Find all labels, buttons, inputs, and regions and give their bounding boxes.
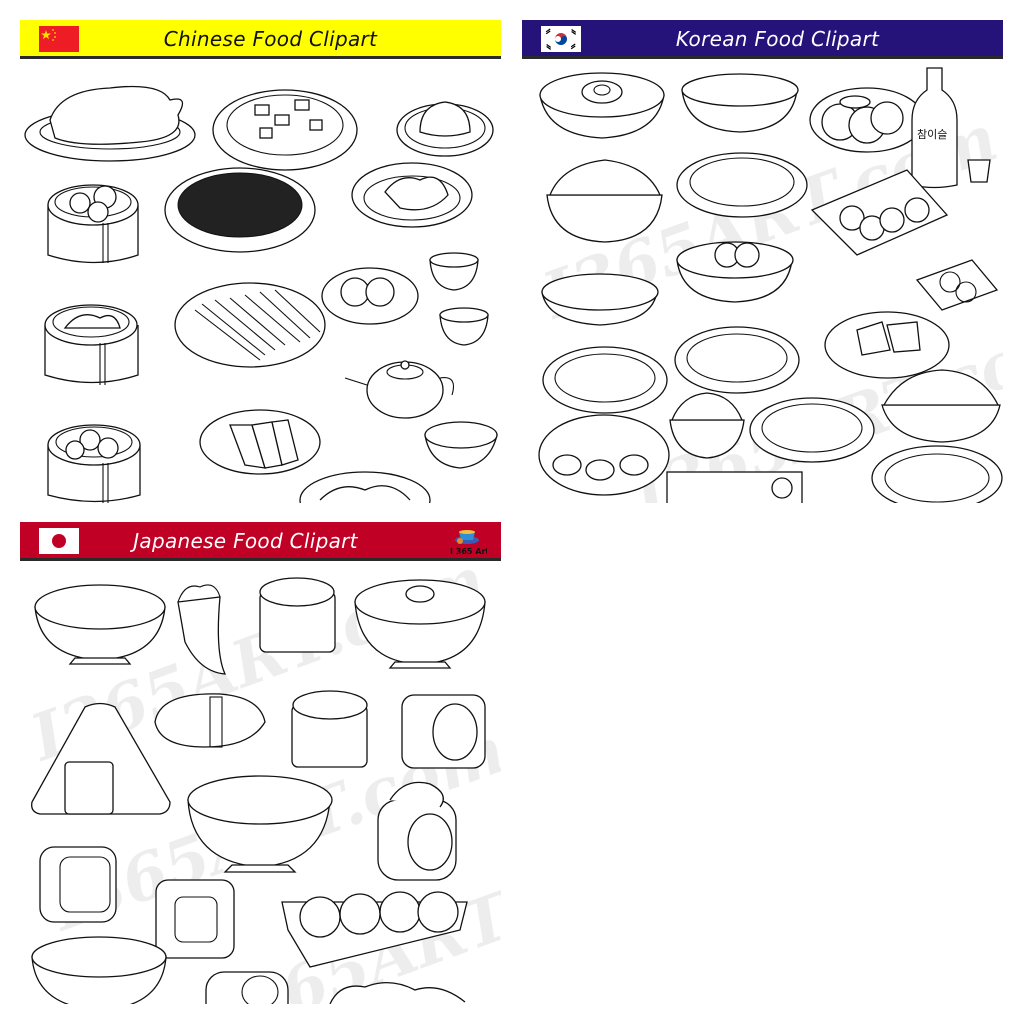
cabbage-kimchi-icon <box>674 326 800 394</box>
donburi-icon <box>354 579 486 669</box>
ikura-gunkan-icon <box>259 577 336 653</box>
fried-rice-icon <box>881 369 1001 443</box>
soju-bottle-icon: 참이슬 <box>911 67 958 189</box>
ebi-nigiri-icon <box>154 693 266 748</box>
japanese-food-illustrations <box>31 577 486 1004</box>
tteokbokki-bowl-icon <box>681 73 799 133</box>
tteok-plate-icon <box>871 445 1003 503</box>
egg-rice-plate-icon <box>538 414 670 496</box>
egg-soup-icon <box>676 241 794 303</box>
korean-food-panel: Korean Food Clipart I365ART.com I365ART.… <box>522 20 1003 503</box>
chinese-title: Chinese Food Clipart <box>163 27 378 51</box>
spring-rolls-icon <box>199 409 321 475</box>
stir-fry-icon <box>212 89 358 171</box>
bibimbap-icon <box>539 72 665 139</box>
tea-cup-icon <box>439 307 489 346</box>
chirashi-bowl-icon <box>187 775 333 873</box>
tea-cup-icon <box>429 252 479 291</box>
potstickers-icon <box>351 162 473 228</box>
teapot-icon <box>344 360 455 419</box>
korean-food-illustrations: 참이슬 <box>538 67 1003 503</box>
japanese-clipart-canvas: I365ART.com I365ART.com I365ART.com <box>20 543 501 1004</box>
takoyaki-boat-icon <box>281 891 468 968</box>
korea-flag-icon <box>541 26 581 52</box>
korean-header-bar: Korean Food Clipart <box>522 20 1003 59</box>
xiaolongbao-steamer-icon <box>47 184 139 264</box>
dumplings-plate-icon <box>299 471 431 503</box>
ebi-gunkan-icon <box>291 690 368 768</box>
gimbap-tray-icon <box>810 169 949 256</box>
korean-title: Korean Food Clipart <box>675 27 880 51</box>
sesame-balls-icon <box>321 267 419 325</box>
steamed-bun-icon <box>396 101 494 157</box>
soju-label: 참이슬 <box>917 128 947 141</box>
rice-bowl-icon <box>669 392 745 459</box>
korean-clipart-canvas: I365ART.com I365ART.com 참이슬 <box>522 60 1003 503</box>
japanese-title: Japanese Food Clipart <box>133 529 358 553</box>
temaki-icon <box>177 584 227 675</box>
hotteok-plate-icon <box>809 87 925 153</box>
salmon-roll-icon <box>39 846 117 923</box>
japchae-bowl-icon <box>546 159 663 243</box>
grilled-fish-plate-icon <box>749 397 875 463</box>
yakgwa-dish-icon <box>915 259 999 311</box>
gyoza-icon <box>329 982 466 1004</box>
i365art-logo-icon: I 365 Art <box>450 530 487 556</box>
radish-kimchi-plate-icon <box>824 311 950 379</box>
soju-glass-icon <box>967 159 991 183</box>
siu-mai-steamer-icon <box>47 424 141 503</box>
onigiri-icon <box>31 702 171 815</box>
japan-flag-icon <box>39 528 79 554</box>
chinese-food-panel: Chinese Food Clipart <box>20 20 501 503</box>
miso-soup-icon <box>34 584 166 665</box>
pajeon-icon <box>676 152 808 218</box>
bulgogi-plate-icon <box>542 346 668 414</box>
japanese-header-bar: Japanese Food Clipart I 365 Art <box>20 522 501 561</box>
salmon-maki-icon <box>205 971 289 1004</box>
kappa-maki-icon <box>155 879 235 959</box>
chinese-clipart-canvas <box>20 60 501 503</box>
maki-roll-icon <box>401 694 486 769</box>
japanese-food-panel: Japanese Food Clipart I 365 Art I365ART.… <box>20 522 501 1004</box>
mandu-tray-icon <box>666 471 803 503</box>
chow-mein-icon <box>164 167 316 253</box>
shumai-steamer-icon <box>44 304 139 385</box>
noodle-bowl-icon <box>541 273 659 326</box>
congee-bowl-icon <box>424 421 498 469</box>
peking-duck-icon <box>24 85 196 162</box>
china-flag-icon <box>39 26 79 52</box>
ramen-bowl-icon <box>31 936 167 1004</box>
fried-dough-sticks-icon <box>174 282 326 368</box>
logo-text: I 365 Art <box>450 547 487 556</box>
tempura-roll-icon <box>377 781 457 881</box>
chinese-header-bar: Chinese Food Clipart <box>20 20 501 59</box>
chinese-food-illustrations <box>24 85 498 503</box>
